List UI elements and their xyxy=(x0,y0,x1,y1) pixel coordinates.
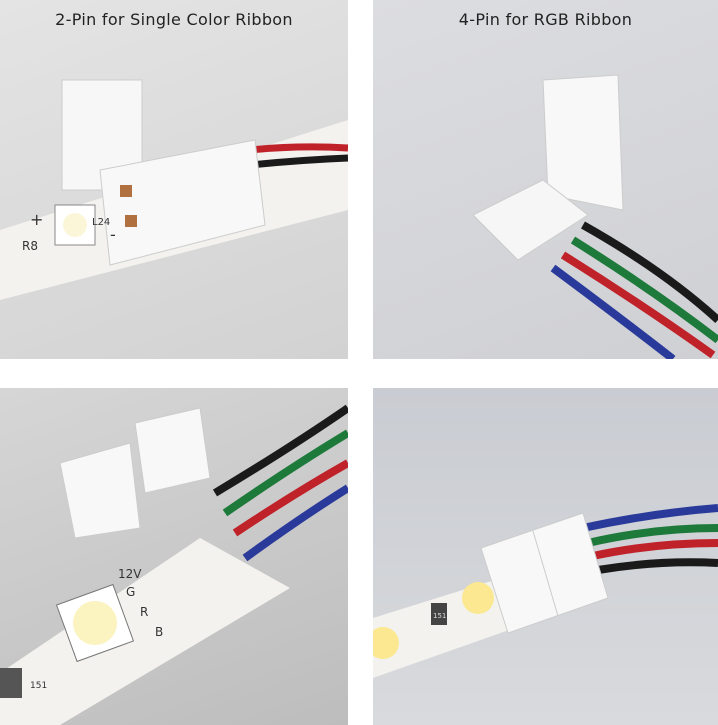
red-wire xyxy=(249,143,348,154)
strip-label: B xyxy=(155,625,163,639)
red-wire xyxy=(232,459,348,537)
two-pin-connector-illustration: R8 L24 + - xyxy=(0,79,348,300)
led-lens xyxy=(462,582,494,614)
red-wire xyxy=(592,539,718,560)
strip-label: - xyxy=(110,225,116,244)
connector-body xyxy=(99,139,266,266)
photo-rgb-strip-connection: 151 12V G R B xyxy=(0,388,348,725)
led-lens xyxy=(73,601,117,645)
strip-label: 151 xyxy=(433,612,446,620)
green-wire xyxy=(570,236,718,344)
photo-2pin-connector: R8 L24 + - 2-Pin for Single Color Ribbon xyxy=(0,0,348,359)
four-pin-connector-illustration xyxy=(472,74,718,359)
black-wire xyxy=(249,154,348,169)
connector-lid xyxy=(134,407,211,494)
caption: 4-Pin for RGB Ribbon xyxy=(458,10,633,29)
blue-wire xyxy=(582,504,718,532)
black-wire xyxy=(212,404,348,497)
green-wire xyxy=(587,524,718,547)
strip-label: + xyxy=(30,210,43,229)
strip-label: 12V xyxy=(118,567,142,581)
strip-label: G xyxy=(126,585,135,599)
photo-connected-strip: 151 xyxy=(373,388,718,725)
strip-label: 151 xyxy=(30,681,47,691)
black-wire xyxy=(581,221,718,323)
led-strip xyxy=(0,538,290,725)
connector-lid xyxy=(542,74,624,211)
blue-wire xyxy=(242,484,348,562)
pin-contact xyxy=(125,215,137,227)
connector-lid xyxy=(59,442,141,539)
red-wire xyxy=(560,251,716,359)
blue-wire xyxy=(550,264,676,359)
strip-label: R xyxy=(140,605,148,619)
led-lens xyxy=(373,627,399,659)
resistor xyxy=(0,668,22,698)
rgb-strip-illustration: 151 12V G R B xyxy=(0,404,348,725)
connector-seam xyxy=(532,530,559,617)
connected-strip-illustration: 151 xyxy=(373,504,718,678)
black-wire xyxy=(597,558,718,574)
strip-label: L24 xyxy=(92,217,110,228)
connector-body xyxy=(472,179,589,261)
connector-body xyxy=(480,512,609,634)
resistor xyxy=(431,603,447,625)
green-wire xyxy=(222,429,348,517)
led-lens xyxy=(63,213,87,237)
strip-label: R8 xyxy=(22,239,38,253)
photo-4pin-connector: 4-Pin for RGB Ribbon xyxy=(373,0,718,359)
caption: 2-Pin for Single Color Ribbon xyxy=(55,10,293,29)
pin-contact xyxy=(120,185,132,197)
